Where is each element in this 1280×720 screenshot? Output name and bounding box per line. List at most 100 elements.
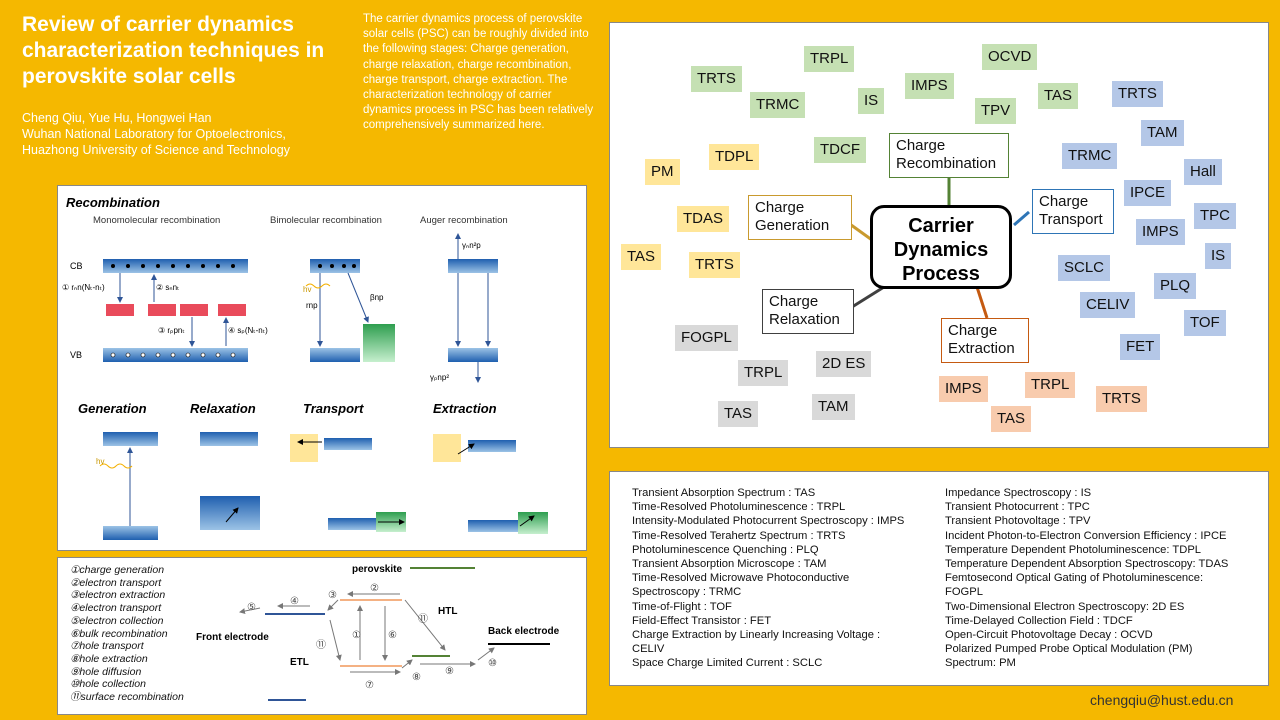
legend-item: ⑩hole collection [70, 678, 146, 691]
tag-green-trts: TRTS [691, 66, 742, 92]
eq-1: ① rₙn(Nₜ-nₜ) [62, 283, 105, 292]
affiliation-line-1: Wuhan National Laboratory for Optoelectr… [22, 127, 286, 141]
htl-label: HTL [438, 606, 457, 617]
tag-blue-tpc: TPC [1194, 203, 1236, 229]
tag-blue-celiv: CELIV [1080, 292, 1136, 318]
bi-green-level [363, 324, 395, 362]
tag-orange-imps: IMPS [939, 376, 988, 402]
definition-line: Open-Circuit Photovoltage Decay : OCVD [945, 629, 1153, 642]
tag-blue-is: IS [1205, 243, 1232, 269]
definition-line: Time-Delayed Collection Field : TDCF [945, 614, 1133, 627]
extraction-band [468, 440, 516, 452]
device-panel [57, 557, 587, 715]
definition-line: Field-Effect Transistor : FET [632, 614, 772, 627]
relaxation-cb [200, 432, 258, 446]
auger-top-rate: γₙn²p [462, 241, 481, 250]
tag-blue-trmc: TRMC [1062, 143, 1118, 169]
legend-item: ⑧hole extraction [70, 652, 148, 665]
definition-line: Temperature Dependent Absorption Spectro… [945, 558, 1229, 571]
definition-line: Incident Photon-to-Electron Conversion E… [945, 529, 1227, 542]
cb-label: CB [70, 261, 83, 271]
tag-yellow-pm: PM [645, 159, 680, 185]
contact-email: chengqiu@hust.edu.cn [1090, 692, 1234, 708]
auger-valence-band [448, 348, 498, 362]
tag-blue-ipce: IPCE [1124, 180, 1172, 206]
svg-text:⑤: ⑤ [247, 602, 256, 613]
definition-line: Impedance Spectroscopy : IS [945, 487, 1092, 499]
vb-label: VB [70, 350, 82, 360]
tag-green-tdcf: TDCF [814, 137, 866, 163]
auger-label: Auger recombination [420, 215, 508, 226]
tag-blue-hall: Hall [1184, 159, 1222, 185]
step-numbers: ① ② ③ ④ ⑤ ⑥ ⑦ ⑧ ⑨ ⑩ ⑪ ⑪ [247, 583, 497, 691]
definition-line: Temperature Dependent Photoluminescence:… [945, 543, 1202, 556]
svg-text:⑪: ⑪ [316, 639, 326, 651]
mechanisms-diagram: Recombination Monomolecular recombinatio… [62, 195, 548, 540]
authors: Cheng Qiu, Yue Hu, Hongwei Han [22, 111, 212, 125]
svg-text:⑥: ⑥ [388, 630, 397, 641]
stage-generation: Charge Generation [748, 195, 852, 240]
definition-line: Spectrum: PM [945, 657, 1016, 670]
tag-gray-tas: TAS [718, 401, 759, 427]
transport-band-bottom [328, 518, 376, 530]
back-electrode-label: Back electrode [488, 626, 560, 637]
eq-2: ② sₙnₜ [156, 283, 179, 292]
extraction-band-bottom [468, 520, 518, 532]
generation-hv: hv [96, 457, 104, 466]
svg-text:①: ① [352, 630, 361, 641]
poster-title: Review of carrier dynamics characterizat… [22, 13, 325, 88]
tag-green-imps: IMPS [905, 73, 954, 99]
definition-line: Time-Resolved Photoluminescence : TRPL [632, 501, 846, 514]
front-electrode-label: Front electrode [196, 632, 269, 643]
generation-heading: Generation [78, 401, 147, 416]
definition-line: Charge Extraction by Linearly Increasing… [632, 629, 881, 642]
tag-yellow-tdas: TDAS [677, 206, 730, 232]
tag-green-trpl: TRPL [804, 46, 855, 72]
relaxation-thick-band [200, 496, 260, 530]
bi-valence-band [310, 348, 360, 362]
definition-line: Transient Absorption Spectrum : TAS [632, 487, 816, 499]
definition-line: Intensity-Modulated Photocurrent Spectro… [632, 515, 905, 528]
tag-yellow-tas: TAS [621, 244, 662, 270]
author-block: Cheng Qiu, Yue Hu, Hongwei Han Wuhan Nat… [22, 110, 352, 158]
tag-orange-trts: TRTS [1096, 386, 1147, 412]
stage-transport: Charge Transport [1032, 189, 1114, 234]
definition-line: Time-Resolved Terahertz Spectrum : TRTS [632, 529, 846, 542]
definition-line: Time-of-Flight : TOF [632, 600, 732, 613]
extraction-arrow-2 [519, 515, 535, 527]
definitions-panel [609, 471, 1269, 686]
mono-valence-band [103, 348, 248, 362]
perovskite-label: perovskite [352, 564, 402, 575]
tag-blue-tof: TOF [1184, 310, 1226, 336]
definition-line: Transient Absorption Microscope : TAM [632, 558, 827, 571]
tag-gray-trpl: TRPL [738, 360, 789, 386]
stage-relaxation: Charge Relaxation [762, 289, 854, 334]
legend-item: ⑦hole transport [70, 640, 144, 653]
legend-item: ②electron transport [70, 576, 162, 589]
trap-states [106, 304, 246, 316]
legend-item: ⑪surface recombination [70, 691, 184, 704]
tag-green-trmc: TRMC [750, 92, 806, 118]
mono-transition-arrows [117, 273, 229, 347]
definition-line: Space Charge Limited Current : SCLC [632, 657, 823, 670]
device-arrows [239, 591, 495, 675]
bi-label: Bimolecular recombination [270, 215, 382, 226]
svg-text:⑪: ⑪ [418, 613, 428, 625]
mechanisms-panel: Recombination Monomolecular recombinatio… [57, 185, 587, 551]
svg-text:③: ③ [328, 590, 337, 601]
bi-bnp: βnp [370, 293, 384, 302]
stage-extraction: Charge Extraction [941, 318, 1029, 363]
extraction-hole-region [433, 434, 461, 462]
tag-green-is: IS [858, 88, 885, 114]
connector-transport [1013, 210, 1030, 227]
transport-band [324, 438, 372, 450]
svg-text:⑦: ⑦ [365, 680, 374, 691]
tag-gray-fogpl: FOGPL [675, 325, 738, 351]
legend-item: ③electron extraction [70, 589, 166, 602]
definition-line: Transient Photocurrent : TPC [945, 501, 1090, 514]
definition-line: Polarized Pumped Probe Optical Modulatio… [945, 643, 1193, 656]
bi-conduction-band [310, 259, 360, 273]
extraction-green [518, 512, 548, 534]
connector-extraction [975, 286, 989, 319]
